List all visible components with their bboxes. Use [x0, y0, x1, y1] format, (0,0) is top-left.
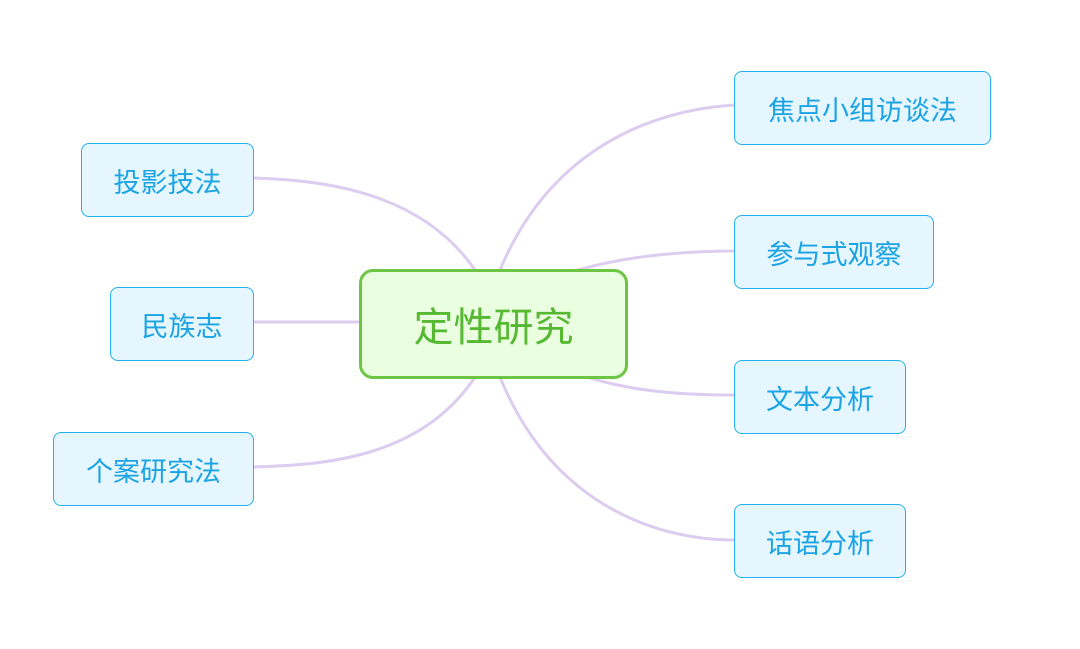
topic-label: 话语分析	[766, 528, 874, 560]
topic-label: 文本分析	[766, 384, 874, 416]
topic-text-analysis[interactable]: 文本分析	[734, 360, 906, 434]
connector-right-4	[498, 376, 736, 542]
topic-discourse-analysis[interactable]: 话语分析	[734, 504, 906, 578]
topic-ethnography[interactable]: 民族志	[110, 287, 254, 361]
topic-participant-observation[interactable]: 参与式观察	[734, 215, 934, 289]
topic-focus-group[interactable]: 焦点小组访谈法	[734, 71, 991, 145]
connector-left-3	[252, 376, 477, 469]
topic-case-study[interactable]: 个案研究法	[53, 432, 254, 506]
connector-right-1	[498, 103, 736, 271]
topic-label: 个案研究法	[86, 456, 221, 488]
connector-left-1	[252, 176, 477, 271]
central-topic[interactable]: 定性研究	[359, 269, 628, 379]
central-topic-label: 定性研究	[413, 305, 574, 351]
topic-label: 民族志	[141, 311, 223, 343]
connector-right-2	[577, 249, 736, 272]
topic-label: 焦点小组访谈法	[768, 95, 957, 127]
topic-projective-techniques[interactable]: 投影技法	[81, 143, 254, 217]
topic-label: 投影技法	[113, 167, 222, 199]
topic-label: 参与式观察	[766, 239, 902, 271]
connector-right-3	[589, 376, 736, 397]
